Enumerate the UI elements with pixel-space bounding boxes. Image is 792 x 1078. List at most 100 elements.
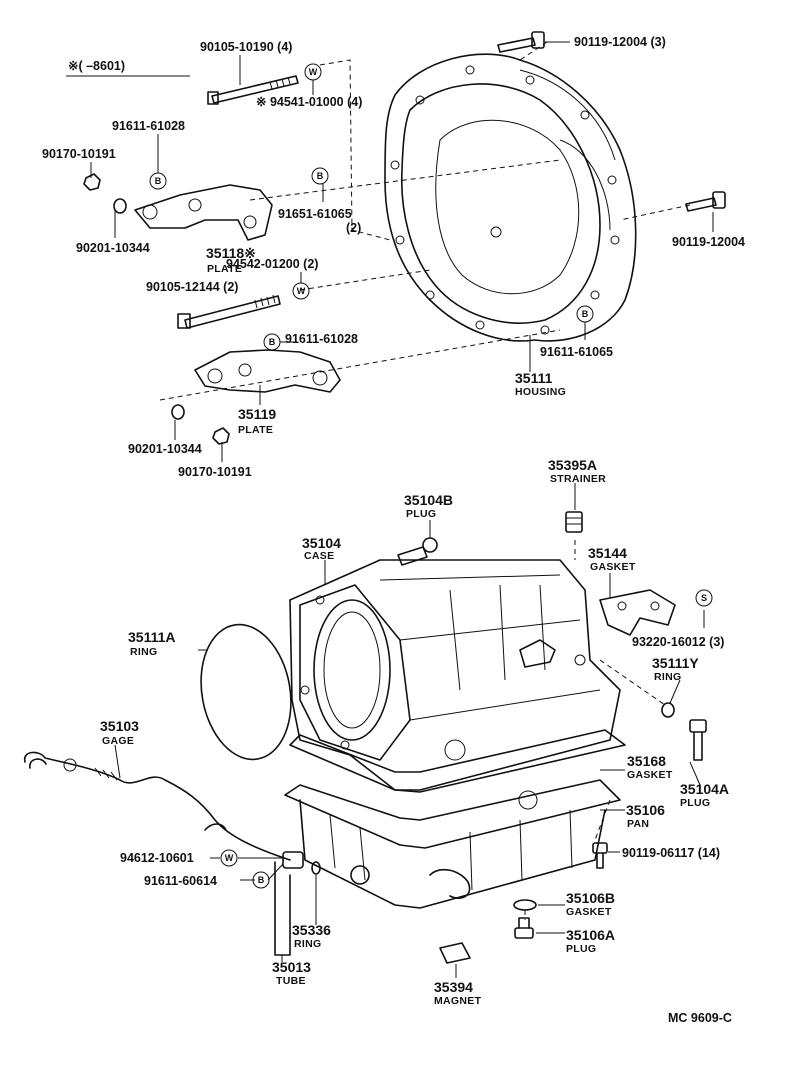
- washer-symbol-w: W: [220, 849, 238, 867]
- leader-lines: [90, 41, 714, 978]
- strainer-35395A-drawing: [565, 511, 583, 533]
- label-91651-61065: 91651-61065: [278, 207, 352, 221]
- svg-text:W: W: [225, 853, 234, 863]
- label-90119-12004: 90119-12004: [672, 235, 745, 249]
- label-35106B: 35106B: [566, 890, 615, 906]
- magnet-35394-drawing: [439, 942, 471, 964]
- plug-35104B-drawing: [397, 537, 438, 566]
- gasket-35144-drawing: [599, 589, 676, 636]
- label-35144-gasket: GASKET: [590, 561, 636, 573]
- washer-symbol-w: W: [304, 63, 322, 81]
- bell-housing-drawing: [384, 53, 637, 342]
- transmission-case-drawing: [289, 559, 621, 791]
- label-90119-12004-3: 90119-12004 (3): [574, 35, 666, 49]
- label-35111A-ring: RING: [130, 646, 157, 658]
- label-35106: 35106: [626, 802, 665, 818]
- label-35013-tube: TUBE: [276, 975, 306, 987]
- label-35106B-gasket: GASKET: [566, 906, 612, 918]
- label-94612-10601: 94612-10601: [120, 851, 194, 865]
- plate-35119-drawing: [171, 349, 341, 445]
- label-35111Y: 35111Y: [652, 655, 699, 671]
- label-90170-10191-top: 90170-10191: [42, 147, 116, 161]
- label-35104B: 35104B: [404, 492, 453, 508]
- label-35103: 35103: [100, 718, 139, 734]
- label-35118: 35118※: [206, 245, 256, 261]
- label-35104A: 35104A: [680, 781, 729, 797]
- label-35395A: 35395A: [548, 457, 597, 473]
- label-90105-10190: 90105-10190 (4): [200, 40, 292, 54]
- label-35013: 35013: [272, 959, 311, 975]
- o-ring-35111A-drawing: [200, 623, 292, 761]
- bolt-90119-12004-right-drawing: [685, 191, 726, 212]
- label-35103-gage: GAGE: [102, 735, 134, 747]
- washer-symbol-w: W: [292, 282, 310, 300]
- pan-gasket-drawing: [289, 729, 626, 793]
- label-35104A-plug: PLUG: [680, 797, 710, 809]
- label-90201-10344-top: 90201-10344: [76, 241, 150, 255]
- label-91611-61065: 91611-61065: [540, 345, 613, 359]
- label-35144: 35144: [588, 545, 627, 561]
- svg-text:B: B: [582, 309, 589, 319]
- label-91611-61028-top: 91611-61028: [112, 119, 185, 133]
- label-91611-60614: 91611-60614: [144, 874, 217, 888]
- label-90105-12144: 90105-12144 (2): [146, 280, 238, 294]
- label-35106-pan: PAN: [627, 818, 649, 830]
- label-35119-plate: PLATE: [238, 424, 273, 436]
- label-35111Y-ring: RING: [654, 671, 681, 683]
- label-91651-61065-qty: (2): [346, 221, 361, 235]
- label-35168-gasket: GASKET: [627, 769, 673, 781]
- label-35111: 35111: [515, 370, 553, 386]
- label-35119: 35119: [238, 406, 276, 422]
- gasket-35106B-drawing: [513, 899, 537, 911]
- label-90201-10344-bot: 90201-10344: [128, 442, 202, 456]
- label-35111-housing: HOUSING: [515, 386, 566, 398]
- svg-text:B: B: [258, 875, 265, 885]
- plate-35118-drawing: [83, 173, 273, 241]
- label-93220-16012: 93220-16012 (3): [632, 635, 724, 649]
- footer-reference: MC 9609-C: [668, 1011, 732, 1025]
- bolt-90105-12144-drawing: [177, 294, 281, 329]
- bolt-90119-06117-drawing: [592, 842, 608, 869]
- svg-text:B: B: [317, 171, 324, 181]
- symbol-circles: W B B W B B S W B: [149, 63, 713, 889]
- label-90119-06117: 90119-06117 (14): [622, 846, 720, 860]
- label-91611-61028-mid: 91611-61028: [285, 332, 358, 346]
- stud-symbol-s: S: [695, 589, 713, 607]
- label-35118-plate: PLATE: [207, 263, 242, 275]
- svg-text:W: W: [309, 67, 318, 77]
- ring-35111Y-drawing: [661, 702, 675, 718]
- bolt-symbol-b: B: [252, 871, 270, 889]
- bolt-symbol-b: B: [263, 333, 281, 351]
- label-35168: 35168: [627, 753, 666, 769]
- plug-35104A-drawing: [689, 719, 707, 761]
- plug-35106A-drawing: [514, 917, 534, 939]
- bolt-90105-10190-drawing: [207, 75, 299, 105]
- label-35111A: 35111A: [128, 629, 176, 645]
- label-35394: 35394: [434, 979, 473, 995]
- svg-text:W: W: [297, 286, 306, 296]
- bolt-symbol-b: B: [576, 305, 594, 323]
- applicability-note: ※( –8601): [68, 59, 125, 73]
- label-35104: 35104: [302, 535, 341, 551]
- svg-text:S: S: [701, 593, 707, 603]
- label-35104-case: CASE: [304, 550, 334, 562]
- dipstick-gage-drawing: [23, 751, 291, 861]
- ring-35336-drawing: [311, 861, 321, 875]
- label-35394-magnet: MAGNET: [434, 995, 482, 1007]
- assembly-lines-upper: [159, 41, 691, 401]
- svg-text:B: B: [155, 176, 162, 186]
- bolt-symbol-b: B: [149, 172, 167, 190]
- part-labels: 90105-10190 (4) ※ 94541-01000 (4) 91611-…: [42, 35, 745, 1007]
- assembly-lines-lower: [524, 540, 666, 920]
- label-94541-01000: ※ 94541-01000 (4): [256, 95, 362, 109]
- label-94542-01200: 94542-01200 (2): [226, 257, 318, 271]
- svg-text:B: B: [269, 337, 276, 347]
- label-35104B-plug: PLUG: [406, 508, 436, 520]
- label-35336: 35336: [292, 922, 331, 938]
- label-90170-10191-bot: 90170-10191: [178, 465, 252, 479]
- label-35106A: 35106A: [566, 927, 615, 943]
- bolt-90119-12004-top-drawing: [497, 31, 545, 53]
- label-35395A-strainer: STRAINER: [550, 473, 606, 485]
- oil-pan-drawing: [284, 779, 621, 909]
